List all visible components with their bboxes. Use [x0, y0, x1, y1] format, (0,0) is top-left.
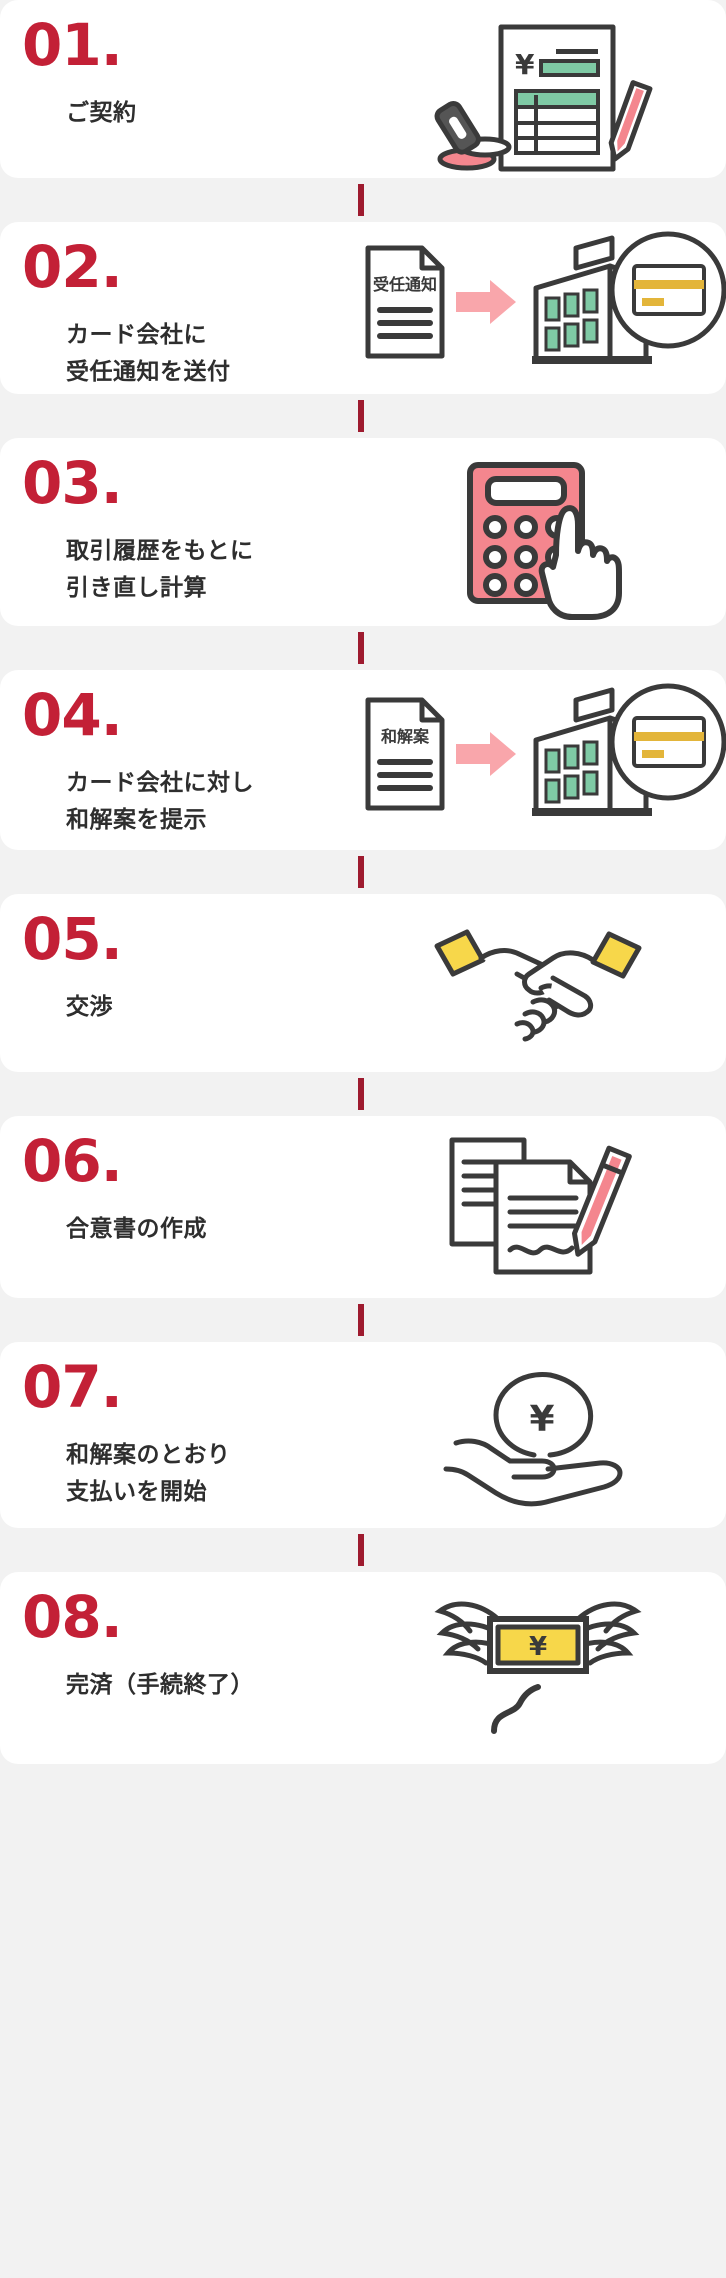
- yen-symbol: ¥: [529, 1399, 554, 1440]
- step-text-block-04: 04. カード会社に対し 和解案を提示: [0, 670, 360, 850]
- yen-symbol: ¥: [515, 48, 535, 81]
- yen-symbol: ¥: [529, 1632, 547, 1662]
- step-connector-2-3: [0, 394, 726, 438]
- step-label-01: ご契約: [66, 99, 137, 125]
- step-number-07: 07.: [22, 1353, 123, 1421]
- trail-swoosh-icon: [491, 1684, 541, 1734]
- step-card-04: 04. カード会社に対し 和解案を提示 和解案: [0, 670, 726, 850]
- step-connector-7-8: [0, 1528, 726, 1572]
- step-text-block-06: 06. 合意書の作成: [0, 1116, 360, 1298]
- step-number-01: 01.: [22, 11, 123, 79]
- step-icon-02: 受任通知: [360, 222, 726, 394]
- contract-document-stamp-pen-icon: ¥: [434, 24, 653, 171]
- step-number-05: 05.: [22, 905, 123, 973]
- step-text-block-05: 05. 交渉: [0, 894, 360, 1072]
- step-text-block-03: 03. 取引履歴をもとに 引き直し計算: [0, 438, 360, 626]
- yen-banknote-icon: ¥: [487, 1616, 589, 1674]
- right-wing-icon: [575, 1601, 642, 1666]
- step-icon-03: [360, 438, 726, 626]
- left-wing-icon: [434, 1601, 501, 1666]
- step-number-06: 06.: [22, 1127, 123, 1195]
- pen-icon: [608, 79, 653, 162]
- step-card-01: 01. ご契約 ¥: [0, 0, 726, 178]
- step-icon-08: ¥: [360, 1572, 726, 1764]
- step-label-03: 取引履歴をもとに 引き直し計算: [66, 537, 254, 601]
- step-number-03: 03.: [22, 449, 123, 517]
- step-card-07: 07. 和解案のとおり 支払いを開始 ¥: [0, 1342, 726, 1528]
- step-number-02: 02.: [22, 233, 123, 301]
- settlement-document-label: 和解案: [381, 727, 430, 746]
- step-connector-1-2: [0, 178, 726, 222]
- step-icon-07: ¥: [360, 1342, 726, 1528]
- step-connector-6-7: [0, 1298, 726, 1342]
- arrow-right-icon: [456, 280, 516, 324]
- step-text-block-08: 08. 完済（手続終了）: [0, 1572, 360, 1764]
- notice-to-card-company-icon: 受任通知: [365, 231, 726, 364]
- credit-card-badge-icon: [609, 231, 726, 349]
- svg-text:¥: ¥: [515, 48, 535, 81]
- step-text-block-02: 02. カード会社に 受任通知を送付: [0, 222, 360, 394]
- agreement-documents-pen-icon: [449, 1137, 632, 1275]
- step-connector-5-6: [0, 1072, 726, 1116]
- settlement-proposal-to-card-company-icon: 和解案: [365, 683, 726, 816]
- stamp-icon: [434, 100, 512, 170]
- step-card-06: 06. 合意書の作成: [0, 1116, 726, 1298]
- step-card-08: 08. 完済（手続終了） ¥: [0, 1572, 726, 1764]
- step-icon-04: 和解案: [360, 670, 726, 850]
- pointing-hand-icon: [538, 505, 622, 620]
- step-label-08: 完済（手続終了）: [66, 1671, 254, 1697]
- step-connector-4-5: [0, 850, 726, 894]
- step-text-block-01: 01. ご契約: [0, 0, 360, 178]
- settlement-document-icon: 和解案: [365, 697, 445, 811]
- step-label-07: 和解案のとおり 支払いを開始: [66, 1441, 231, 1505]
- step-icon-01: ¥: [360, 0, 726, 178]
- calculator-hand-icon: [467, 462, 622, 620]
- credit-card-badge-icon: [609, 683, 726, 801]
- winged-yen-note-icon: ¥: [434, 1601, 642, 1734]
- pen-icon: [571, 1145, 632, 1257]
- step-icon-06: [360, 1116, 726, 1298]
- step-label-05: 交渉: [66, 993, 113, 1019]
- front-document-icon: [493, 1159, 593, 1275]
- step-label-04: カード会社に対し 和解案を提示: [66, 769, 254, 833]
- step-card-05: 05. 交渉: [0, 894, 726, 1072]
- step-number-04: 04.: [22, 681, 123, 749]
- step-label-06: 合意書の作成: [66, 1215, 207, 1241]
- handshake-icon: [434, 929, 642, 1042]
- notice-document-label: 受任通知: [373, 275, 437, 294]
- step-card-03: 03. 取引履歴をもとに 引き直し計算: [0, 438, 726, 626]
- step-label-02: カード会社に 受任通知を送付: [66, 321, 231, 385]
- arrow-right-icon: [456, 732, 516, 776]
- step-number-08: 08.: [22, 1583, 123, 1651]
- hand-holding-yen-icon: ¥: [443, 1372, 623, 1507]
- step-icon-05: [360, 894, 726, 1072]
- step-connector-3-4: [0, 626, 726, 670]
- notice-document-icon: 受任通知: [365, 245, 445, 359]
- step-text-block-07: 07. 和解案のとおり 支払いを開始: [0, 1342, 360, 1528]
- step-card-02: 02. カード会社に 受任通知を送付 受任通知: [0, 222, 726, 394]
